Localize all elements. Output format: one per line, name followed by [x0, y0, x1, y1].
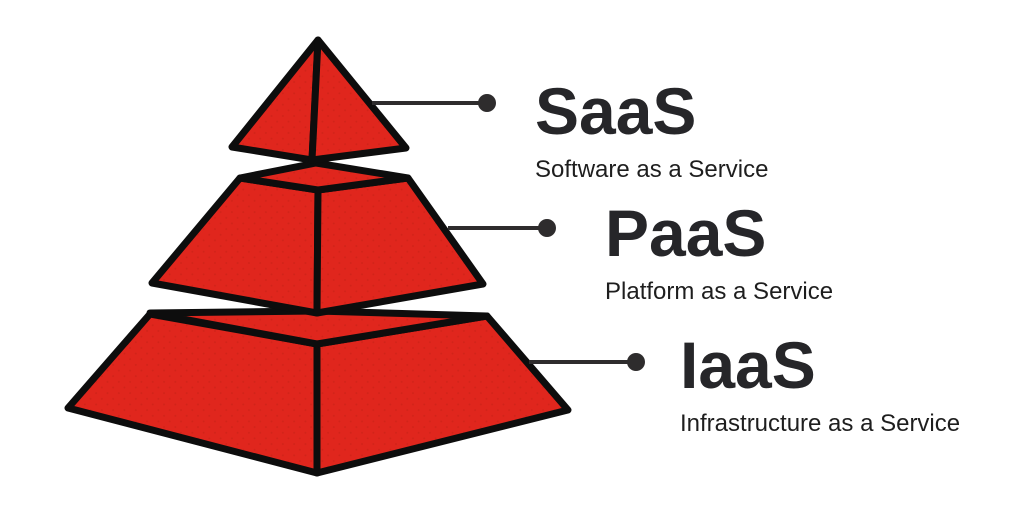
paas-pyramid-layer [148, 159, 487, 317]
paas-title: PaaS [605, 196, 767, 270]
paas-left-face [148, 174, 322, 317]
connectors [372, 94, 645, 371]
saas-title: SaaS [535, 74, 697, 148]
saas-label-block: SaaS Software as a Service [535, 78, 768, 182]
saas-right-face [308, 36, 410, 164]
paas-subtitle: Platform as a Service [605, 278, 834, 305]
paas-right-face [313, 174, 487, 317]
paas-label-block: PaaS Platform as a Service [605, 200, 833, 304]
iaas-connector-dot [627, 353, 645, 371]
paas-connector-dot [538, 219, 556, 237]
saas-subtitle: Software as a Service [535, 156, 769, 183]
iaas-subtitle: Infrastructure as a Service [680, 410, 961, 437]
paas-top-face [236, 159, 412, 194]
saas-left-face [228, 36, 322, 164]
iaas-label-block: IaaS Infrastructure as a Service [680, 332, 960, 436]
iaas-pyramid-layer [64, 307, 572, 477]
saas-pyramid-layer [228, 36, 410, 164]
iaas-title: IaaS [680, 328, 816, 402]
saas-connector-dot [478, 94, 496, 112]
iaas-top-face [146, 307, 491, 348]
